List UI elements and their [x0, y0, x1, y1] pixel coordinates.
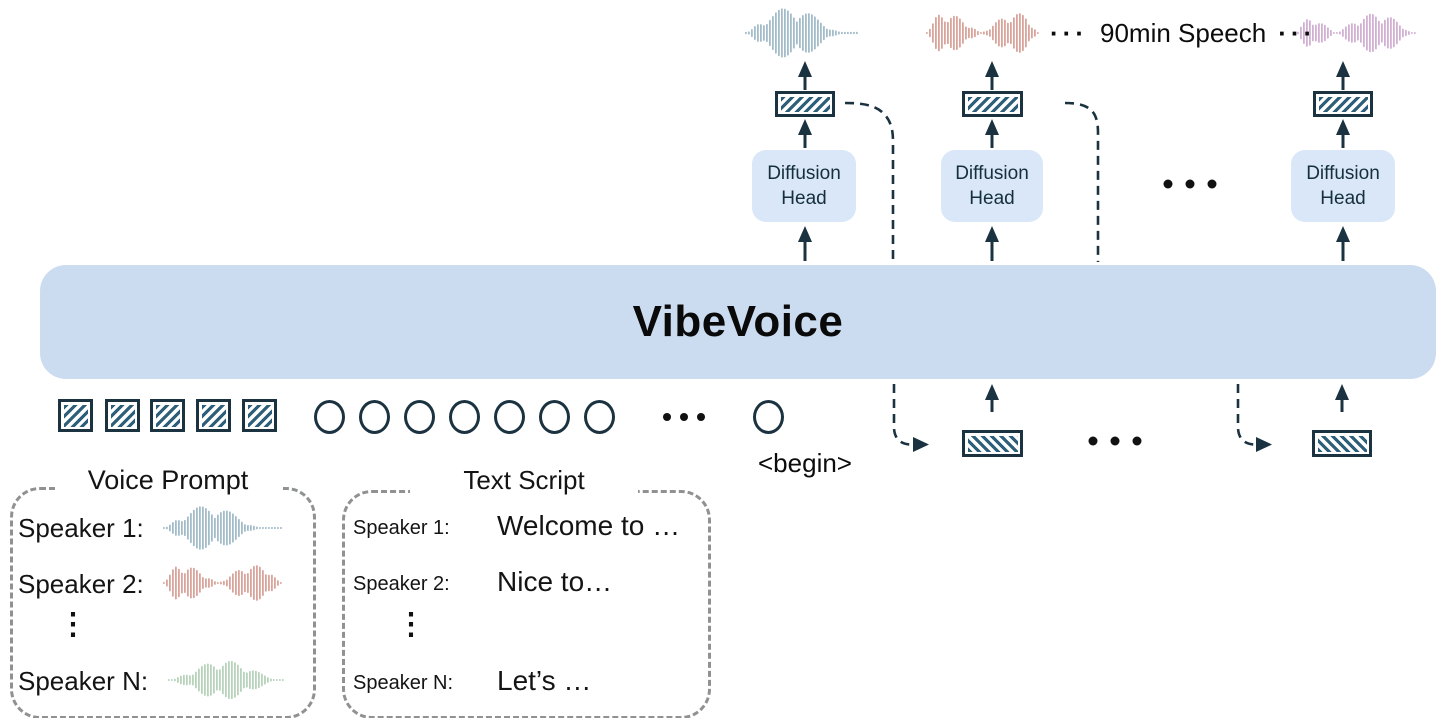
vibevoice-title: VibeVoice — [632, 297, 844, 346]
diffusion-head-2: Diffusion Head — [941, 150, 1043, 222]
voice-prompt-waveform-speaker1-icon — [163, 505, 283, 556]
generated-latent-input-2 — [1312, 430, 1372, 457]
voice-prompt-speakerN-label: Speaker N: — [18, 666, 149, 696]
diffusion-head-3: Diffusion Head — [1291, 150, 1395, 222]
text-token-6 — [539, 400, 570, 434]
text-token-1 — [314, 400, 345, 434]
ellipsis-left: ··· — [1050, 17, 1088, 48]
vibevoice-banner: VibeVoice — [40, 265, 1436, 379]
voice-token-3 — [150, 399, 185, 432]
voice-prompt-waveform-speakerN-icon — [168, 660, 286, 705]
generated-latent-input-1 — [962, 430, 1023, 457]
voice-prompt-speaker2-label: Speaker 2: — [18, 569, 144, 599]
text-script-title: Text Script — [410, 464, 638, 496]
voice-prompt-speaker1-label: Speaker 1: — [18, 513, 144, 543]
acoustic-latent-output-2 — [962, 91, 1023, 117]
acoustic-latent-output-1 — [775, 91, 835, 117]
begin-token-circle — [753, 400, 784, 434]
text-script-speaker2-text: Nice to… — [497, 566, 613, 597]
voice-prompt-waveform-speaker2-icon — [163, 565, 283, 606]
voice-prompt-vertical-ellipsis: ⋮ — [58, 608, 88, 641]
text-token-4 — [449, 400, 480, 434]
acoustic-latent-output-3 — [1313, 91, 1373, 117]
text-script-speakerN-label: Speaker N: — [353, 672, 454, 694]
output-waveform-1-icon — [745, 7, 860, 64]
text-token-5 — [494, 400, 525, 434]
voice-prompt-title: Voice Prompt — [55, 464, 281, 496]
voice-token-4 — [196, 399, 231, 432]
output-duration-label: 90min Speech — [1099, 17, 1267, 48]
voice-token-2 — [105, 399, 140, 432]
begin-token-label: <begin> — [758, 447, 852, 478]
text-script-speaker2-label: Speaker 2: — [353, 573, 450, 595]
voice-token-5 — [242, 399, 277, 432]
text-token-7 — [584, 400, 615, 434]
text-script-speaker1-label: Speaker 1: — [353, 517, 450, 539]
voice-token-1 — [58, 399, 93, 432]
diffusion-head-1: Diffusion Head — [752, 150, 856, 222]
text-token-2 — [359, 400, 390, 434]
output-waveform-2-icon — [926, 13, 1040, 58]
text-script-speakerN-text: Let’s … — [497, 665, 592, 696]
text-script-speaker1-text: Welcome to … — [497, 510, 681, 541]
text-token-3 — [404, 400, 435, 434]
output-duration-line: ··· 90min Speech ··· — [1050, 16, 1316, 50]
text-script-vertical-ellipsis: ⋮ — [396, 608, 426, 641]
output-waveform-3-icon — [1297, 13, 1419, 58]
ellipsis-right: ··· — [1278, 17, 1317, 48]
